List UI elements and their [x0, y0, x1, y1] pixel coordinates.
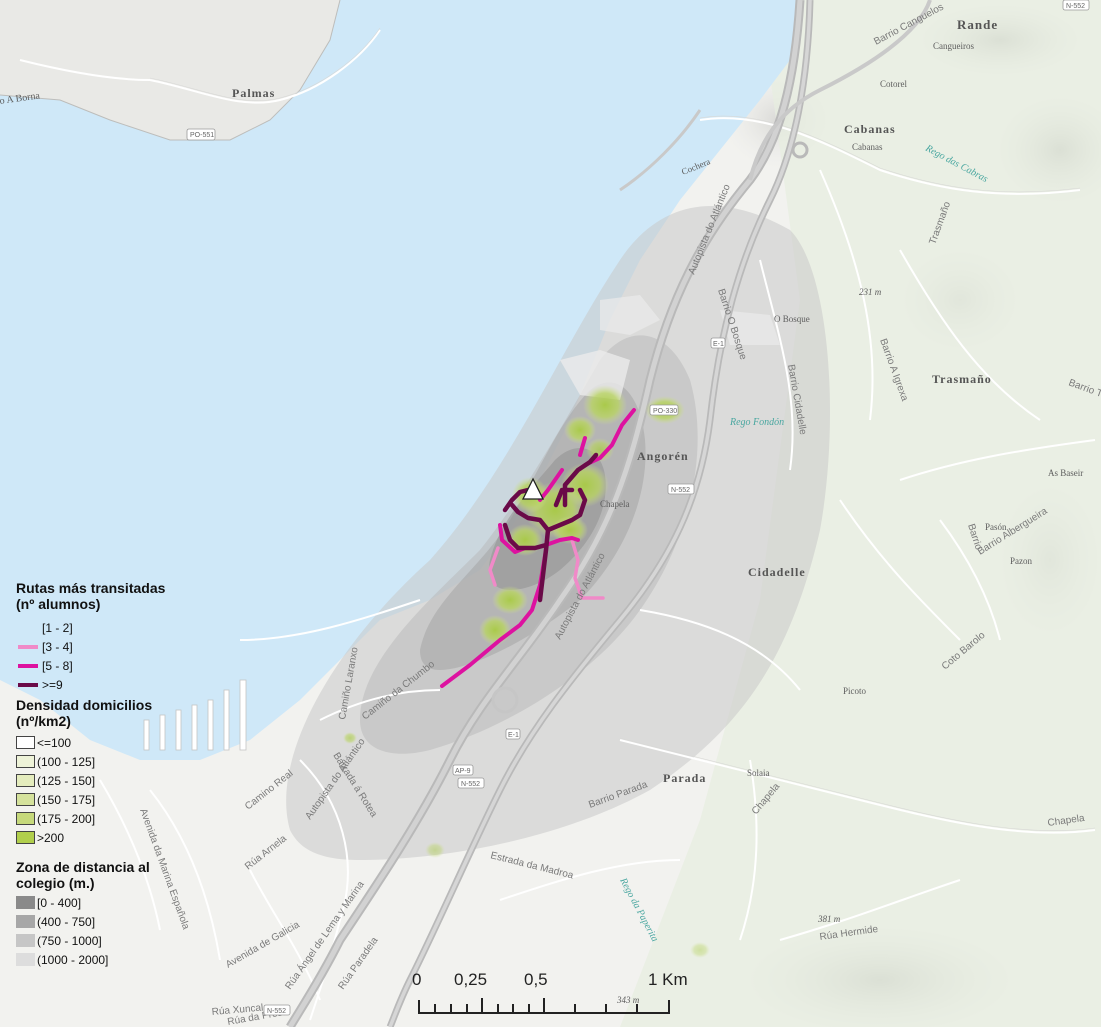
- route-9: [545, 487, 588, 533]
- minor-roads: [19, 29, 1096, 1021]
- legend-density-swatch: [16, 774, 35, 787]
- place-label-o-bosque: O Bosque: [774, 314, 810, 324]
- place-label-cotorel: Cotorel: [880, 79, 907, 89]
- road-label-chapela-east: Chapela: [1047, 813, 1086, 829]
- svg-text:PO-551: PO-551: [190, 132, 214, 139]
- legend-distance-swatch: [16, 915, 35, 928]
- road-shield-n552-low: N-552: [457, 777, 485, 789]
- svg-text:N-552: N-552: [671, 487, 690, 494]
- route-5-8: [538, 468, 564, 502]
- place-label-chapela: Chapela: [600, 499, 630, 509]
- legend-route-item: [5 - 8]: [16, 656, 246, 675]
- route-9: [553, 487, 575, 508]
- place-label-palmas: Palmas: [232, 86, 275, 100]
- legend-density-item: (175 - 200]: [16, 809, 246, 828]
- svg-text:N-552: N-552: [461, 781, 480, 788]
- legend-route-swatch: [18, 644, 38, 649]
- svg-text:AP-9: AP-9: [455, 768, 471, 775]
- place-label-cidadelle: Cidadelle: [748, 565, 806, 579]
- legend-distance-item: (750 - 1000]: [16, 931, 246, 950]
- legend-route-item: [3 - 4]: [16, 637, 246, 656]
- route-5-8: [544, 536, 580, 547]
- north-shore-land: [0, 0, 340, 140]
- route-3-4: [488, 546, 500, 587]
- place-label-solaia: Solaia: [747, 768, 770, 778]
- legend-route-swatch: [18, 663, 38, 668]
- legend-density-swatch: [16, 812, 35, 825]
- place-label-cabanas: Cabanas: [844, 122, 896, 136]
- scale-label-05: 0,5: [524, 970, 548, 989]
- school-triangle-icon: [521, 477, 545, 500]
- scale-label-025: 0,25: [454, 970, 488, 989]
- water-label-rego-fondon: Rego Fondón: [729, 417, 784, 428]
- place-label-pazon: Pazon: [1010, 556, 1032, 566]
- place-label-pason: Pasón: [985, 522, 1007, 532]
- legend-distance-item: (1000 - 2000]: [16, 950, 246, 969]
- place-label-angoren: Angorén: [637, 449, 689, 463]
- road-shield-n552-mid: N-552: [667, 483, 695, 495]
- place-label-picoto: Picoto: [843, 686, 867, 696]
- elevation-343: 343 m: [616, 995, 640, 1005]
- route-3-4: [570, 538, 605, 600]
- route-5-8: [583, 408, 636, 467]
- legend-distance-swatch: [16, 953, 35, 966]
- svg-text:E-1: E-1: [713, 341, 724, 348]
- minor-road-edges: [149, 27, 1096, 831]
- routes: [440, 408, 636, 688]
- road-shield-ap9: AP-9: [452, 764, 474, 776]
- place-label-parada: Parada: [663, 771, 706, 785]
- scale-bar-line: [418, 998, 670, 1014]
- legend-route-swatch: [18, 626, 38, 630]
- legend-density-swatch: [16, 755, 35, 768]
- place-label-as-baseiras: As Baseir: [1048, 468, 1083, 478]
- svg-text:N-552: N-552: [1066, 3, 1085, 10]
- place-label-rande: Rande: [957, 17, 998, 32]
- place-label-cangueiros: Cangueiros: [933, 41, 974, 51]
- map-legend: Rutas más transitadas (nº alumnos) [1 - …: [16, 580, 246, 969]
- legend-density-swatch: [16, 831, 35, 844]
- legend-density-item: (150 - 175]: [16, 790, 246, 809]
- legend-distance-swatch: [16, 896, 35, 909]
- scale-label-0: 0: [412, 970, 422, 989]
- scale-bar: 0 0,25 0,5 1 Km: [408, 970, 688, 1020]
- road-shield-po330: PO-330: [649, 404, 679, 416]
- place-label-cabanas-small: Cabanas: [852, 142, 883, 152]
- legend-route-item: >=9: [16, 675, 246, 694]
- road-shield-n552-bottom: N-552: [263, 1004, 291, 1016]
- legend-density-item: (100 - 125]: [16, 752, 246, 771]
- route-9: [502, 487, 531, 513]
- legend-density-item: <=100: [16, 733, 246, 752]
- port-piers: [143, 679, 247, 751]
- svg-text:PO-330: PO-330: [653, 408, 677, 415]
- road-shield-e1-top: E-1: [710, 337, 726, 349]
- route-5-8: [578, 436, 587, 457]
- legend-distance-item: (400 - 750]: [16, 912, 246, 931]
- legend-title-distance: Zona de distancia al colegio (m.): [16, 859, 150, 891]
- legend-density-swatch: [16, 736, 35, 749]
- place-label-trasmano: Trasmaño: [932, 372, 992, 386]
- scale-label-1km: 1 Km: [648, 970, 688, 989]
- road-shield-po551: PO-551: [186, 128, 216, 141]
- road-shield-n552-top: N-552: [1062, 0, 1090, 11]
- svg-text:E-1: E-1: [508, 732, 519, 739]
- road-label-rua-xuncal: Rúa Xuncal: [211, 1003, 263, 1018]
- route-9: [502, 522, 549, 551]
- route-9: [509, 502, 551, 603]
- svg-text:N-552: N-552: [267, 1008, 286, 1015]
- elevation-381: 381 m: [817, 914, 841, 924]
- legend-distance-swatch: [16, 934, 35, 947]
- legend-route-swatch: [18, 682, 38, 687]
- legend-distance-item: [0 - 400]: [16, 893, 246, 912]
- estuary-water: [0, 0, 800, 760]
- legend-density-item: (125 - 150]: [16, 771, 246, 790]
- legend-density-item: >200: [16, 828, 246, 847]
- legend-density-swatch: [16, 793, 35, 806]
- legend-title-density: Densidad domicilios (nº/km2): [16, 697, 153, 729]
- legend-title-routes: Rutas más transitadas (nº alumnos): [16, 580, 166, 612]
- elevation-231: 231 m: [859, 287, 882, 297]
- road-shield-e1-mid: E-1: [505, 728, 521, 740]
- legend-route-item: [1 - 2]: [16, 618, 246, 637]
